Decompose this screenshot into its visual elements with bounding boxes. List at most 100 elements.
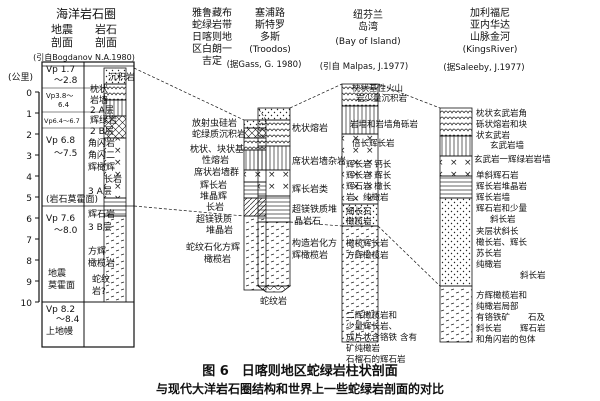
svg-text:橄榄岩: 橄榄岩	[346, 216, 372, 227]
svg-text:枕状熔岩: 枕状熔岩	[292, 122, 328, 134]
svg-text:斯特罗: 斯特罗	[255, 18, 285, 31]
rock-gabbro2: 长岩	[104, 173, 122, 185]
svg-text:倍长辉长岩: 倍长辉长岩	[352, 138, 395, 149]
vp-layer5-a: Vp 7.6	[46, 214, 75, 224]
svg-text:辉长岩: 辉长岩	[200, 179, 227, 191]
svg-text:砾状熔岩和块: 砾状熔岩和块	[476, 119, 528, 130]
scale-label: 6	[26, 215, 32, 225]
svg-text:有铬铁矿: 有铬铁矿	[476, 312, 511, 323]
svg-text:蛇纹石化方辉: 蛇纹石化方辉	[186, 241, 240, 253]
svg-text:蛇绿质沉积岩: 蛇绿质沉积岩	[192, 128, 246, 140]
rock-3a: 3 A层	[88, 186, 112, 197]
correlation-lines	[133, 67, 441, 287]
col4-reference: (引自 Malpas, J.1977)	[320, 61, 409, 72]
svg-text:吉定: 吉定	[202, 54, 222, 67]
svg-text:辉石岩和少量: 辉石岩和少量	[476, 203, 528, 214]
col1-sub4: 剖面	[95, 35, 117, 49]
rock-serp: 蛇纹	[92, 273, 110, 285]
rock-amphibolite: 角闪岩	[88, 137, 115, 149]
svg-text:晶岩石: 晶岩石	[294, 215, 321, 227]
col1-sub1: 地震	[51, 23, 73, 36]
svg-text:含有: 含有	[400, 332, 417, 343]
vp-layer3: Vp6.4～6.7	[44, 117, 80, 125]
svg-text:枕状玄武岩角: 枕状玄武岩角	[476, 108, 527, 119]
scale-label: 10	[21, 299, 33, 309]
svg-text:席状岩墙杂岩: 席状岩墙杂岩	[292, 155, 346, 167]
svg-text:斜长岩: 斜长岩	[520, 270, 546, 281]
svg-text:岛湾: 岛湾	[358, 20, 378, 33]
svg-text:山脉金河: 山脉金河	[470, 30, 510, 43]
col2-title: 雅鲁藏布 蛇绿岩带 日喀则地 区白朗一 吉定	[192, 6, 232, 67]
svg-text:二辉橄榄岩和: 二辉橄榄岩和	[346, 310, 397, 321]
svg-text:方辉橄榄岩和: 方辉橄榄岩和	[476, 290, 527, 301]
svg-text:夹层状斜长: 夹层状斜长	[476, 226, 519, 237]
col3-reference: (据Gass, G. 1980)	[227, 59, 302, 70]
scale-label: 4	[26, 173, 32, 183]
rock-dike: 岩墙	[90, 94, 108, 106]
col1-reference: (引自Bogdanov N.A.1980)	[33, 52, 135, 62]
svg-text:堆晶岩: 堆晶岩	[206, 224, 233, 236]
rock-pyroxenite: 辉石岩	[88, 208, 115, 220]
upper-mantle: 上地幔	[46, 325, 73, 337]
svg-text:橄长岩、辉长: 橄长岩、辉长	[476, 237, 528, 248]
svg-text:纽芬兰: 纽芬兰	[353, 8, 383, 21]
vp-layer1-b: ～2.8	[54, 76, 78, 86]
rock-amph2: 角闪二	[88, 149, 115, 161]
svg-text:日喀则地: 日喀则地	[192, 30, 232, 43]
svg-text:斜长岩: 斜长岩	[490, 214, 516, 225]
svg-text:构造岩化方: 构造岩化方	[292, 237, 337, 249]
svg-text:状玄武岩: 状玄武岩	[476, 130, 511, 141]
col3-labels: 枕状熔岩 席状岩墙杂岩 辉长岩类 超镁铁质堆 晶岩石 构造岩化方 辉橄榄岩 蛇纹…	[260, 122, 346, 307]
svg-text:辉长岩 辉长: 辉长岩 辉长	[346, 170, 392, 181]
rock-3b: 3 B层	[88, 222, 112, 233]
seismic-moho-1: 地震	[48, 267, 66, 279]
col3-title: 塞浦路 斯特罗 多斯 (Troodos)	[249, 6, 291, 55]
svg-text:(KingsRiver): (KingsRiver)	[463, 45, 518, 55]
svg-text:矿纯橄岩: 矿纯橄岩	[346, 343, 381, 354]
svg-text:纯橄岩: 纯橄岩	[476, 259, 502, 270]
svg-text:(Troodos): (Troodos)	[249, 45, 291, 55]
svg-text:蛇绿岩带: 蛇绿岩带	[192, 18, 232, 31]
svg-text:方辉橄榄岩: 方辉橄榄岩	[346, 250, 389, 261]
vp-layer5-b: ～8.0	[54, 226, 78, 236]
scale-label: 7	[26, 236, 32, 246]
figure-subcaption: 与现代大洋岩石圈结构和世界上一些蛇绿岩剖面的对比	[155, 382, 444, 396]
vp-layer1-a: Vp 1.7	[46, 65, 75, 75]
svg-text:辉长岩墙: 辉长岩墙	[476, 192, 511, 203]
col4-labels: 枕状基性火山 岩少量沉积岩 岩墙和岩墙角砾岩 倍长辉长岩 辉长岩 钙长 辉长岩 …	[346, 83, 419, 365]
petrologic-moho: (岩石莫霍面)	[46, 193, 98, 205]
svg-text:超镁铁质堆: 超镁铁质堆	[292, 203, 337, 215]
svg-text:塞浦路: 塞浦路	[255, 6, 285, 19]
svg-text:纯橄岩局部: 纯橄岩局部	[476, 301, 519, 312]
vp-layer4-a: Vp 6.8	[46, 136, 75, 146]
scale-label: 3	[26, 152, 32, 162]
vp-layer4-b: ～7.5	[54, 149, 77, 159]
svg-text:(Bay of Island): (Bay of Island)	[335, 37, 400, 47]
svg-text:枕状基性火山: 枕状基性火山	[352, 83, 403, 94]
col1-sub2: 剖面	[51, 35, 73, 49]
svg-text:辉石岩 橄长: 辉石岩 橄长	[346, 181, 392, 192]
svg-text:橄榄辉长岩: 橄榄辉长岩	[346, 238, 389, 249]
svg-text:玄武岩墙: 玄武岩墙	[490, 140, 525, 151]
rock-2a: 2 A层	[90, 105, 114, 116]
scale-label: 1	[26, 110, 32, 120]
svg-text:斜长岩: 斜长岩	[476, 323, 502, 334]
seismic-moho-2: 莫霍面	[48, 279, 75, 291]
svg-text:岩、纯橄岩: 岩、纯橄岩	[346, 192, 389, 203]
col5-title: 加利福尼 亚内华达 山脉金河 (KingsRiver)	[463, 6, 518, 55]
svg-text:辉长岩 钙长: 辉长岩 钙长	[346, 159, 392, 170]
col1-sub3: 岩石	[95, 22, 117, 36]
rock-2b: 2 B层	[90, 126, 114, 137]
svg-text:石及: 石及	[528, 313, 546, 323]
col3-column	[256, 107, 292, 293]
svg-text:岩墙和岩墙角砾岩: 岩墙和岩墙角砾岩	[350, 119, 419, 130]
scale-label: 9	[26, 278, 32, 288]
svg-text:多斯: 多斯	[260, 30, 280, 43]
col5-reference: (据Saleeby, J.1977)	[443, 62, 524, 73]
svg-text:加利福尼: 加利福尼	[470, 6, 510, 19]
svg-text:橄榄岩: 橄榄岩	[204, 253, 231, 265]
rock-serp2: 岩?	[92, 285, 106, 297]
svg-text:长岩: 长岩	[206, 201, 224, 213]
